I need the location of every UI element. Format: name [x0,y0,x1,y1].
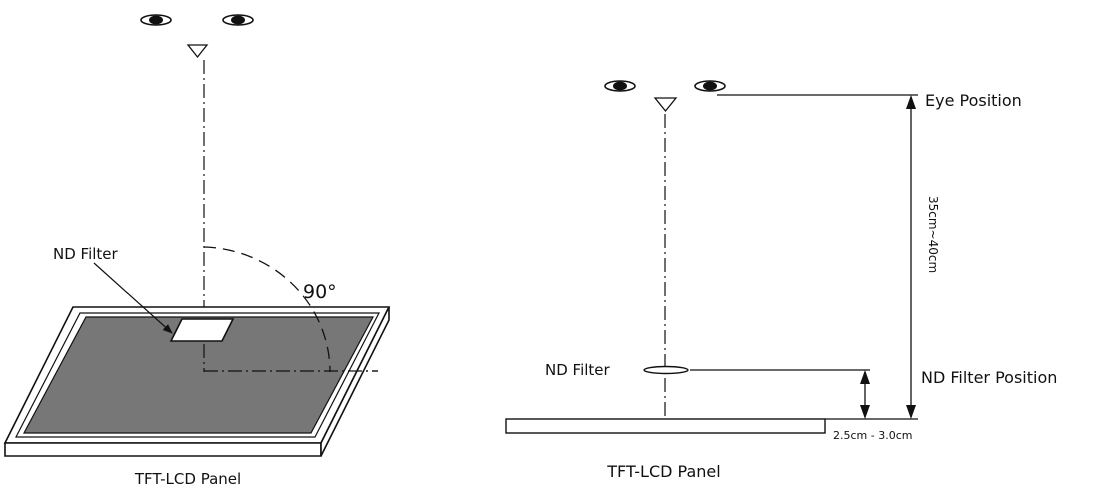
right-figure-right-eye-icon [694,80,726,92]
left-eye-icon [140,14,172,26]
angle-arc [203,246,331,373]
gap-arrow-bottom [860,405,870,419]
eye-position-label: Eye Position [925,91,1022,110]
right-panel-rect [505,418,826,434]
left-figure: ND Filter 90° TFT-LCD Panel [3,14,391,488]
panel-inner-bezel [15,312,380,438]
left-nd-filter-label: ND Filter [53,245,119,263]
gap-arrow-top [860,370,870,384]
angle-label: 90° [303,281,337,303]
right-nd-filter-label: ND Filter [545,361,611,379]
gap-label: 2.5cm - 3.0cm [833,429,912,442]
nd-filter-leader-line [93,262,173,334]
nd-filter-position-label: ND Filter Position [921,368,1057,387]
panel-bottom-edge [4,442,322,457]
right-eye-icon [222,14,254,26]
distance-arrow-top [906,95,916,109]
right-viewpoint-triangle-icon [653,97,678,113]
nd-filter-square [169,318,235,342]
panel-display-area [22,316,375,434]
right-figure-left-eye-icon [604,80,636,92]
right-figure: 35cm~40cm ND Filter Eye Position ND Filt… [505,80,1057,481]
distance-label: 35cm~40cm [926,196,940,273]
distance-arrow-bottom [906,405,916,419]
right-panel-label: TFT-LCD Panel [606,462,720,481]
left-panel-label: TFT-LCD Panel [134,470,241,486]
panel-side-edge [320,306,390,457]
right-nd-filter-shape [643,365,689,375]
viewpoint-triangle-icon [186,44,209,59]
